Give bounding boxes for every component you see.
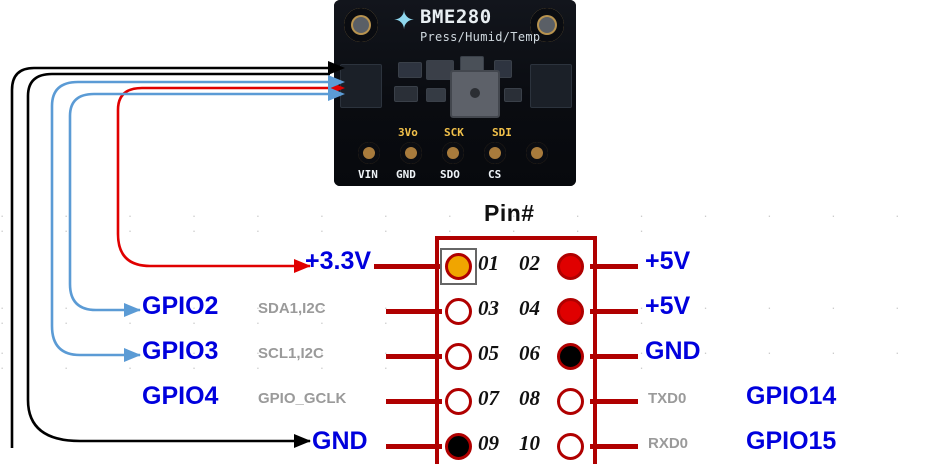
lead-right [590,354,638,359]
lead-left [386,444,442,449]
pin-number-01: 01 [478,251,499,275]
lead-left [374,264,442,269]
pin-label-left-9: GND [312,427,368,455]
pin-number-09: 09 [478,431,499,455]
lead-right [590,444,638,449]
pin-row: 03 04 GPIO2 SDA1,I2C +5V [0,292,938,339]
pin-02[interactable] [557,253,584,280]
pin-alt-right-8: TXD0 [648,390,687,407]
lead-left [386,309,442,314]
smd-component [426,88,446,102]
pin-label-left-3: GPIO2 [142,292,219,320]
pin-06[interactable] [557,343,584,370]
pin-number-04: 04 [519,296,540,320]
smd-component [398,62,422,78]
pad-label-gnd: GND [396,168,416,181]
connector-right [530,64,572,108]
board-title: BME280 [420,6,492,28]
smd-component [504,88,522,102]
bme280-sensor-package [450,70,500,118]
pin-alt-right-10: RXD0 [648,435,689,452]
connector-left [340,64,382,108]
background-dot-grid: · · · · · · · · · · · · · · · · · · · · … [0,208,928,238]
pad-label-3vo: 3Vo [398,126,418,139]
pin-08[interactable] [557,388,584,415]
pin-label-left-7: GPIO4 [142,382,219,410]
through-hole-pad [358,142,380,164]
through-hole-pad [442,142,464,164]
pin-05[interactable] [445,343,472,370]
lead-right [590,264,638,269]
pin-10[interactable] [557,433,584,460]
through-hole-pad [400,142,422,164]
pin-label-left-1: +3.3V [305,247,372,275]
pad-label-vin: VIN [358,168,378,181]
pin-label-right-4: +5V [645,292,691,320]
pin-number-05: 05 [478,341,499,365]
pin-row: 07 08 GPIO4 GPIO_GCLK TXD0 GPIO14 [0,382,938,429]
pin-number-10: 10 [519,431,540,455]
mounting-hole-right [530,8,564,42]
adafruit-star-icon: ✦ [393,5,415,35]
pin-number-06: 06 [519,341,540,365]
pin-01[interactable] [445,253,472,280]
through-hole-pad [526,142,548,164]
pin-label-right-8: GPIO14 [746,382,837,410]
pad-label-sdo: SDO [440,168,460,181]
pin-row: 09 10 GND RXD0 GPIO15 [0,427,938,474]
pin-label-left-5: GPIO3 [142,337,219,365]
mounting-hole-left [344,8,378,42]
pin-alt-left-3: SDA1,I2C [258,300,326,317]
pin-label-right-6: GND [645,337,701,365]
pin-label-right-10: GPIO15 [746,427,837,455]
diagram-canvas: · · · · · · · · · · · · · · · · · · · · … [0,0,938,464]
lead-right [590,309,638,314]
board-subtitle: Press/Humid/Temp [420,30,541,44]
bme280-board: ✦ BME280 Press/Humid/Temp 3Vo SCK SDI VI… [334,0,576,186]
lead-right [590,399,638,404]
pad-label-sck: SCK [444,126,464,139]
through-hole-pad [484,142,506,164]
pad-label-sdi: SDI [492,126,512,139]
pin-label-right-2: +5V [645,247,691,275]
pad-label-cs: CS [488,168,502,181]
wire-red-3v3 [116,86,330,268]
pin-03[interactable] [445,298,472,325]
pin-number-02: 02 [519,251,540,275]
pin-number-08: 08 [519,386,540,410]
pin-09[interactable] [445,433,472,460]
lead-left [386,354,442,359]
pin-number-07: 07 [478,386,499,410]
pin-row: 01 02 +3.3V +5V [0,247,938,294]
pin-1-square-marker [440,248,477,285]
pin-alt-left-5: SCL1,I2C [258,345,324,362]
pin-04[interactable] [557,298,584,325]
pin-row: 05 06 GPIO3 SCL1,I2C GND [0,337,938,384]
lead-left [386,399,442,404]
pin-07[interactable] [445,388,472,415]
smd-component [394,86,418,102]
pin-number-03: 03 [478,296,499,320]
pin-header-title: Pin# [484,200,535,226]
pin-alt-left-7: GPIO_GCLK [258,390,347,407]
